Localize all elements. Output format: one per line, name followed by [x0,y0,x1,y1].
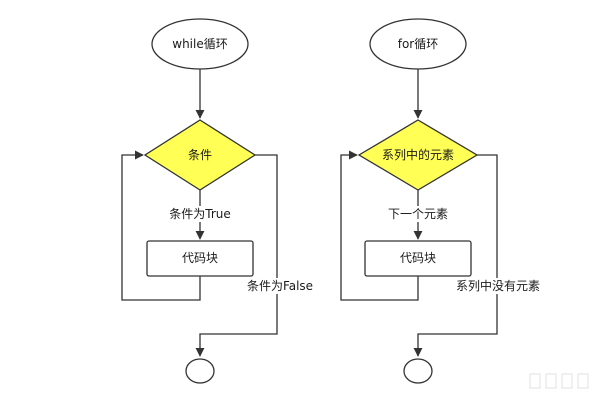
for-next-label-bg [388,206,448,222]
while-body-label: 代码块 [182,251,218,265]
watermark-logo [529,373,589,389]
while-end-node [185,358,215,384]
while-loop-diagram: while循环 条件 条件为True 代码块 条件为False [121,18,313,384]
while-exit-arrow [195,154,278,357]
for-exit-label: 系列中没有元素 [456,278,540,293]
while-true-label: 条件为True [169,207,231,221]
while-loop-back-arrow [121,150,201,301]
for-start-label: for循环 [398,37,439,51]
for-end-node [403,358,433,384]
for-loop-diagram: for循环 系列中的元素 下一个元素 代码块 系列中没有元素 [340,18,540,384]
for-next-label: 下一个元素 [388,207,448,221]
while-true-label-bg [168,206,232,222]
while-start-label: while循环 [172,37,227,51]
while-false-label-bg [250,278,310,294]
for-loop-back-arrow [340,150,419,301]
for-exit-arrow [413,154,498,357]
for-exit-label-bg [458,278,538,294]
while-false-label: 条件为False [247,279,313,293]
for-condition-label: 系列中的元素 [382,147,454,162]
while-condition-label: 条件 [188,148,212,162]
for-body-label: 代码块 [400,251,436,265]
